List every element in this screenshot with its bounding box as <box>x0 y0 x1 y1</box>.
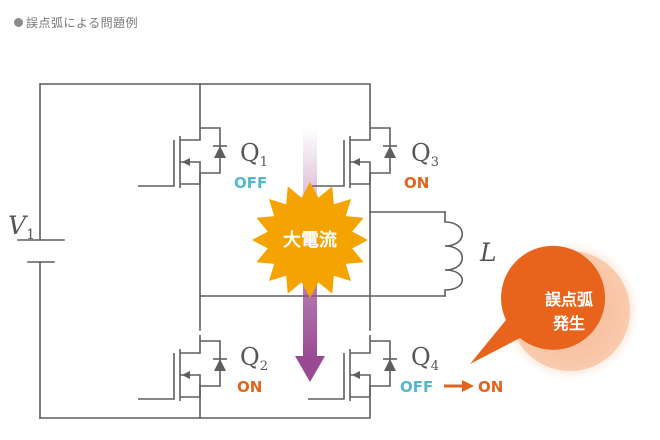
figure-caption-text: 誤点弧による問題例 <box>26 16 139 30</box>
switch-label-q2: Q2 <box>240 343 268 374</box>
diode-icon <box>214 359 226 371</box>
body-arrow-icon <box>182 158 190 166</box>
body-arrow-icon <box>352 371 360 379</box>
gate-lead <box>138 140 175 187</box>
body-arrow-icon <box>182 371 190 379</box>
drain-tap <box>180 335 201 354</box>
drain-tap <box>350 122 371 141</box>
source-label: V1 <box>8 211 35 243</box>
bubble-body <box>470 245 606 364</box>
top-rail <box>39 83 371 123</box>
diode-loop <box>370 127 391 174</box>
switch-label-q4: Q4 <box>411 343 439 374</box>
mosfet-q1 <box>138 122 227 188</box>
bullet-dot-icon <box>14 18 23 27</box>
battery-symbol <box>17 239 65 263</box>
bubble-line1: 誤点弧 <box>545 290 593 309</box>
switch-state-q4-from: OFF <box>400 378 433 396</box>
mosfet-q3 <box>308 122 397 188</box>
burst-shape <box>252 182 368 298</box>
gate-lead <box>308 140 345 187</box>
misfire-bubble: 誤点弧 発生 <box>470 241 640 381</box>
gate-lead <box>308 353 345 400</box>
diode-icon <box>384 359 396 371</box>
bubble-line2: 発生 <box>552 314 585 333</box>
mosfet-q2 <box>138 335 227 401</box>
bottom-rail <box>39 385 371 419</box>
body-arrow-icon <box>352 158 360 166</box>
switch-state-q1: OFF <box>234 174 267 192</box>
diode-icon <box>384 146 396 158</box>
diode-loop <box>200 340 221 387</box>
gate-lead <box>138 353 175 400</box>
source-tap <box>180 173 201 185</box>
source-tap <box>350 386 371 398</box>
inductor-symbol <box>444 211 463 297</box>
switch-state-q4-to: ON <box>478 378 503 396</box>
switch-label-q1: Q1 <box>240 139 268 170</box>
source-tap <box>180 386 201 398</box>
diode-icon <box>214 146 226 158</box>
diode-loop <box>370 340 391 387</box>
state-change-arrow-icon <box>444 380 474 392</box>
switch-label-q3: Q3 <box>411 139 439 170</box>
switch-state-q2: ON <box>237 378 262 396</box>
source-tap <box>350 173 371 185</box>
switch-state-q3: ON <box>404 174 429 192</box>
inductor-label: L <box>479 238 497 267</box>
figure-caption: 誤点弧による問題例 <box>14 14 138 31</box>
source-subscript: 1 <box>26 227 35 243</box>
drain-tap <box>180 122 201 141</box>
drain-tap <box>350 335 371 354</box>
diode-loop <box>200 127 221 174</box>
circuit-wires <box>39 83 446 419</box>
large-current-burst: 大電流 <box>252 182 368 298</box>
mosfet-q4 <box>308 335 397 401</box>
burst-label: 大電流 <box>283 229 337 251</box>
